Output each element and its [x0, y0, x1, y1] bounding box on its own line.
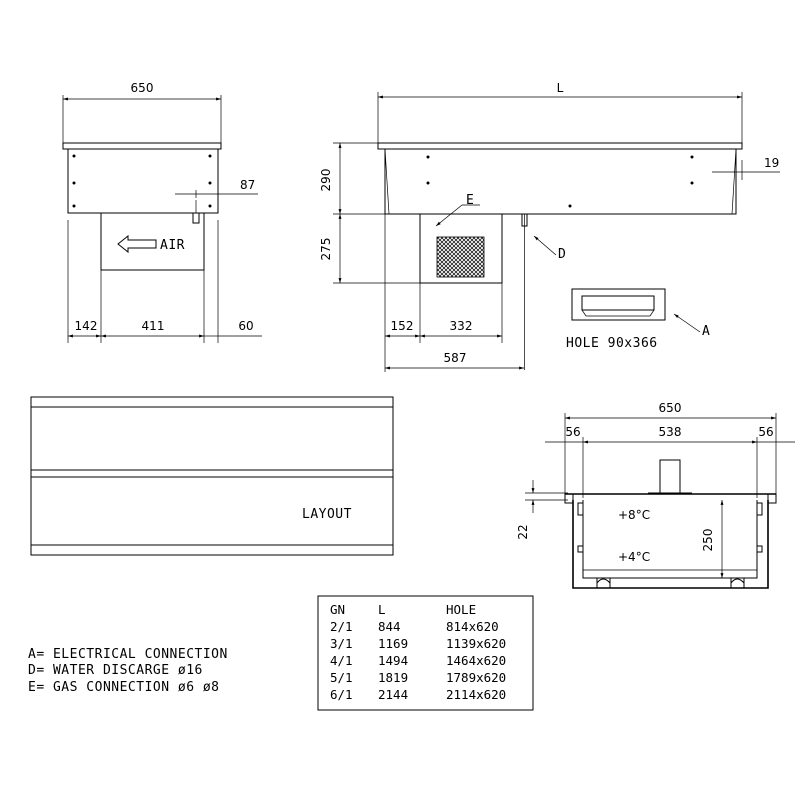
table-cell: 5/1: [330, 670, 353, 685]
table-cell: 1169: [378, 636, 408, 651]
hole-detail: HOLE 90x366 A: [566, 288, 710, 351]
label-e: E: [466, 193, 474, 208]
side-view: L 19 290 275 E D: [319, 81, 780, 372]
layout-label: LAYOUT: [302, 507, 352, 522]
dim-side-152: 152: [391, 319, 414, 333]
front-view: 650 87 AIR 142 411 60: [62, 81, 262, 343]
table-header-hole: HOLE: [446, 602, 476, 617]
table-cell: 844: [378, 619, 401, 634]
table-cell: 2/1: [330, 619, 353, 634]
dim-section-22: 22: [516, 524, 530, 539]
section-tank-outer: [572, 500, 769, 589]
table-cell: 4/1: [330, 653, 353, 668]
dim-front-60: 60: [238, 319, 253, 333]
legend-item-a: A= ELECTRICAL CONNECTION: [28, 647, 228, 662]
legend-item-d: D= WATER DISCARGE ø16: [28, 663, 203, 678]
front-lid: [62, 142, 222, 150]
section-view: 650 56 538 56 22 250: [516, 401, 795, 589]
front-body: [67, 148, 219, 214]
table-cell: 3/1: [330, 636, 353, 651]
table-cell: 1464x620: [446, 653, 506, 668]
air-label: AIR: [160, 238, 185, 253]
table-cell: 814x620: [446, 619, 499, 634]
dim-section-56-left: 56: [565, 425, 580, 439]
table-cell: 1494: [378, 653, 408, 668]
table-header-gn: GN: [330, 602, 345, 617]
dim-section-538: 538: [659, 425, 682, 439]
side-body: [384, 148, 737, 215]
dim-front-411: 411: [142, 319, 165, 333]
table-cell: 1789x620: [446, 670, 506, 685]
side-lid: [377, 142, 743, 150]
dim-side-19: 19: [764, 156, 779, 170]
hole-inner: [581, 295, 655, 311]
hole-outer: [571, 288, 666, 321]
legend-item-e: E= GAS CONNECTION ø6 ø8: [28, 680, 220, 695]
table-cell: 1819: [378, 670, 408, 685]
label-a: A: [702, 324, 710, 339]
dim-side-332: 332: [450, 319, 473, 333]
dim-side-587: 587: [444, 351, 467, 365]
front-condenser-unit: [100, 212, 205, 271]
table-cell: 2114x620: [446, 687, 506, 702]
table-cell: 2144: [378, 687, 408, 702]
temp-low: +4°C: [618, 550, 650, 564]
layout-outer: [30, 396, 394, 556]
table-cell: 1139x620: [446, 636, 506, 651]
dim-section-250: 250: [701, 529, 715, 552]
condenser-grille: [436, 236, 485, 278]
dim-side-275: 275: [319, 238, 333, 261]
sizes-table: GN L HOLE 2/1 844 814x620 3/1 1169 1139x…: [317, 595, 534, 711]
table-cell: 6/1: [330, 687, 353, 702]
air-arrow-icon: [117, 234, 157, 254]
dim-section-650: 650: [659, 401, 682, 415]
section-tank-inner: [582, 500, 758, 579]
table-header-l: L: [378, 602, 386, 617]
temp-high: +8°C: [618, 508, 650, 522]
dim-front-87: 87: [240, 178, 255, 192]
label-d: D: [558, 247, 566, 262]
dim-side-length: L: [557, 81, 564, 95]
dim-section-56-right: 56: [758, 425, 773, 439]
hole-caption: HOLE 90x366: [566, 336, 658, 351]
table-border: [317, 595, 534, 711]
layout-view: LAYOUT: [30, 396, 394, 556]
section-pipe: [659, 459, 681, 494]
dim-side-290: 290: [319, 169, 333, 192]
dim-front-width: 650: [131, 81, 154, 95]
side-condenser-unit: [419, 213, 503, 284]
dim-front-142: 142: [75, 319, 98, 333]
legend: A= ELECTRICAL CONNECTION D= WATER DISCAR…: [28, 647, 228, 695]
